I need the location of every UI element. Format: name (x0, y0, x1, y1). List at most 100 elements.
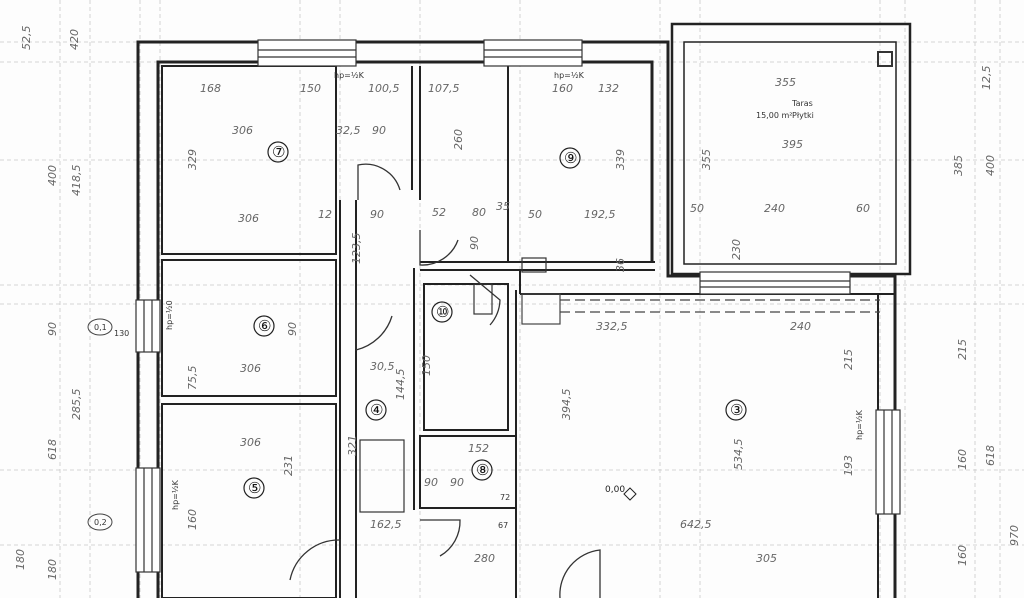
dim-text: 355 (775, 76, 796, 89)
room-9-marker (559, 147, 581, 169)
dim-text: 32,5 (336, 124, 361, 137)
dim-text: 280 (474, 552, 495, 565)
terrace-area: 15,00 m² (756, 111, 792, 120)
room-4-marker (365, 399, 387, 421)
room-6-label: ⑥ (258, 317, 271, 335)
window-tag-size: 130 (114, 329, 129, 338)
dim-text: 152 (468, 442, 489, 455)
dim-text: 329 (186, 149, 199, 170)
dim-text: 50 (528, 208, 542, 221)
dim-text: 160 (956, 545, 969, 566)
room-6-marker (253, 315, 275, 337)
dim-text: 642,5 (680, 518, 712, 531)
dim-text: 306 (238, 212, 259, 225)
dim-text: 160 (186, 509, 199, 530)
right-dimensions: 385 400 215 618 160 970 160 (952, 155, 1021, 566)
dim-text: 215 (956, 339, 969, 360)
dim-text: 306 (232, 124, 253, 137)
dim-text: 60 (856, 202, 870, 215)
dim-text: 618 (46, 439, 59, 460)
window-label: hp=½K (554, 71, 585, 80)
dim-text: 306 (240, 436, 261, 449)
room-3-label: ③ (730, 401, 743, 419)
window-label: hp=½K (855, 409, 864, 440)
dim-text: 75,5 (186, 366, 199, 391)
dim-text: 52,5 (20, 26, 33, 51)
dim-text: 35 (496, 200, 510, 213)
dim-text: 418,5 (70, 165, 83, 197)
dim-text: 240 (790, 320, 811, 333)
dim-text: 306 (240, 362, 261, 375)
dim-text: 160 (956, 449, 969, 470)
dim-text: 150 (300, 82, 321, 95)
dim-text: 160 (552, 82, 573, 95)
dim-text: 400 (46, 165, 59, 186)
room-10-label: ⑩ (436, 303, 449, 321)
window-label: hp=½0 (165, 300, 174, 330)
interior-dimensions: 306 32,5 90 306 90 12 52 80 35 50 192,5 … (186, 124, 870, 565)
beam-line (521, 293, 880, 325)
dim-text: 180 (14, 549, 27, 570)
terrace-name: Taras (791, 99, 813, 108)
dim-text: 193 (842, 455, 855, 476)
window-tag-text: 0,2 (94, 518, 107, 527)
dim-text: 90 (372, 124, 386, 137)
dim-text: 385 (952, 155, 965, 176)
room-5-marker (243, 477, 265, 499)
room-7-label: ⑦ (272, 143, 285, 161)
dim-text: 534,5 (732, 439, 745, 471)
terrace-finish: Płytki (792, 111, 814, 120)
dim-text: 305 (756, 552, 777, 565)
dim-text: 168 (200, 82, 221, 95)
dim-text: 90 (46, 322, 59, 336)
dim-text: 90 (450, 476, 464, 489)
dim-text: 72 (500, 493, 510, 502)
dim-text: 67 (498, 521, 508, 530)
dim-text: 339 (614, 149, 627, 170)
window-label: hp=½K (171, 479, 180, 510)
dim-text: 400 (984, 155, 997, 176)
misc-markers: 0,1 0,2 130 67 72 (87, 318, 510, 531)
dim-text: 321 (346, 435, 359, 456)
dim-text: 180 (46, 559, 59, 580)
left-dimensions: 400 418,5 285,5 618 180 90 180 (14, 165, 83, 581)
dim-text: 30,5 (370, 360, 395, 373)
room-7-marker (267, 141, 289, 163)
dim-text: 80 (472, 206, 486, 219)
window-label: hp=½K (334, 71, 365, 80)
room-5-label: ⑤ (248, 479, 261, 497)
dim-text: 240 (764, 202, 785, 215)
dim-text: 123,5 (350, 233, 363, 265)
room-10-marker (431, 301, 453, 323)
room-8-label: ⑧ (476, 461, 489, 479)
room-4-label: ④ (370, 401, 383, 419)
level-marker-icon (623, 487, 637, 501)
dim-text: 618 (984, 445, 997, 466)
dim-text: 132 (598, 82, 619, 95)
dim-text: 215 (842, 349, 855, 370)
dim-text: 260 (452, 129, 465, 150)
room-8-marker (471, 459, 493, 481)
dim-text: 420 (68, 29, 81, 50)
dim-text: 50 (690, 202, 704, 215)
dim-text: 36 (614, 258, 627, 272)
window-tag (87, 318, 113, 336)
level-mark: 0,00 (605, 485, 625, 495)
dim-text: 12 (318, 208, 332, 221)
dim-text: 52 (432, 206, 446, 219)
door-swings (289, 163, 601, 598)
dim-text: 12,5 (980, 66, 993, 91)
dim-text: 394,5 (560, 389, 573, 421)
interior-walls (161, 65, 655, 598)
dim-text: 970 (1008, 525, 1021, 546)
dim-text: 162,5 (370, 518, 402, 531)
window-tag (87, 513, 113, 531)
dim-text: 230 (730, 239, 743, 260)
dim-text: 100,5 (368, 82, 400, 95)
dim-text: 90 (370, 208, 384, 221)
room-3-marker (725, 399, 747, 421)
dim-text: 192,5 (584, 208, 616, 221)
dim-text: 90 (424, 476, 438, 489)
